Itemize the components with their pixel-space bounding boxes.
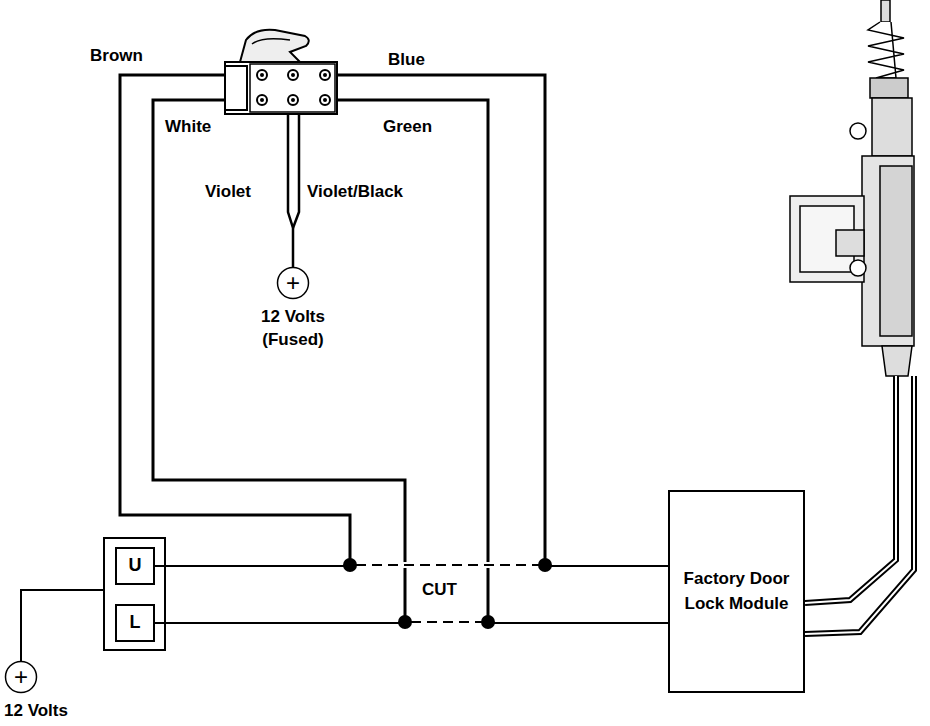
cut-note: CUT (422, 580, 457, 600)
switch-button: L (115, 604, 155, 642)
blue-wire (325, 75, 545, 565)
switch-button: U (115, 547, 155, 585)
switch-housing (104, 538, 165, 650)
violet-black-wire (293, 100, 299, 228)
wire-color-label: Green (383, 117, 432, 137)
voltage-label: 12 Volts (Fused) (248, 306, 338, 352)
power-terminal: +12 Volts (4, 660, 38, 694)
actuator-wires (805, 376, 914, 634)
module-box: Factory Door Lock Module (668, 490, 805, 693)
white-wire (153, 100, 405, 622)
wire-color-label: Brown (90, 46, 143, 66)
switch-letter: U (129, 554, 142, 577)
wire-color-label: White (165, 117, 211, 137)
plus-sign: + (4, 660, 38, 694)
wire-color-label: Violet/Black (307, 182, 403, 202)
cut-marks (343, 558, 552, 629)
power-terminal: +12 Volts (Fused) (276, 266, 310, 300)
power-wire (21, 590, 104, 661)
connector-plug (225, 30, 337, 114)
module-label: Factory Door Lock Module (682, 567, 792, 616)
plus-sign: + (276, 266, 310, 300)
wire-color-label: Violet (205, 182, 251, 202)
door-lock-actuator (790, 0, 914, 376)
switch-wire (155, 565, 668, 567)
green-wire (325, 100, 488, 622)
voltage-label: 12 Volts (4, 700, 68, 723)
switch-letter: L (130, 611, 141, 634)
wire-color-label: Blue (388, 50, 425, 70)
